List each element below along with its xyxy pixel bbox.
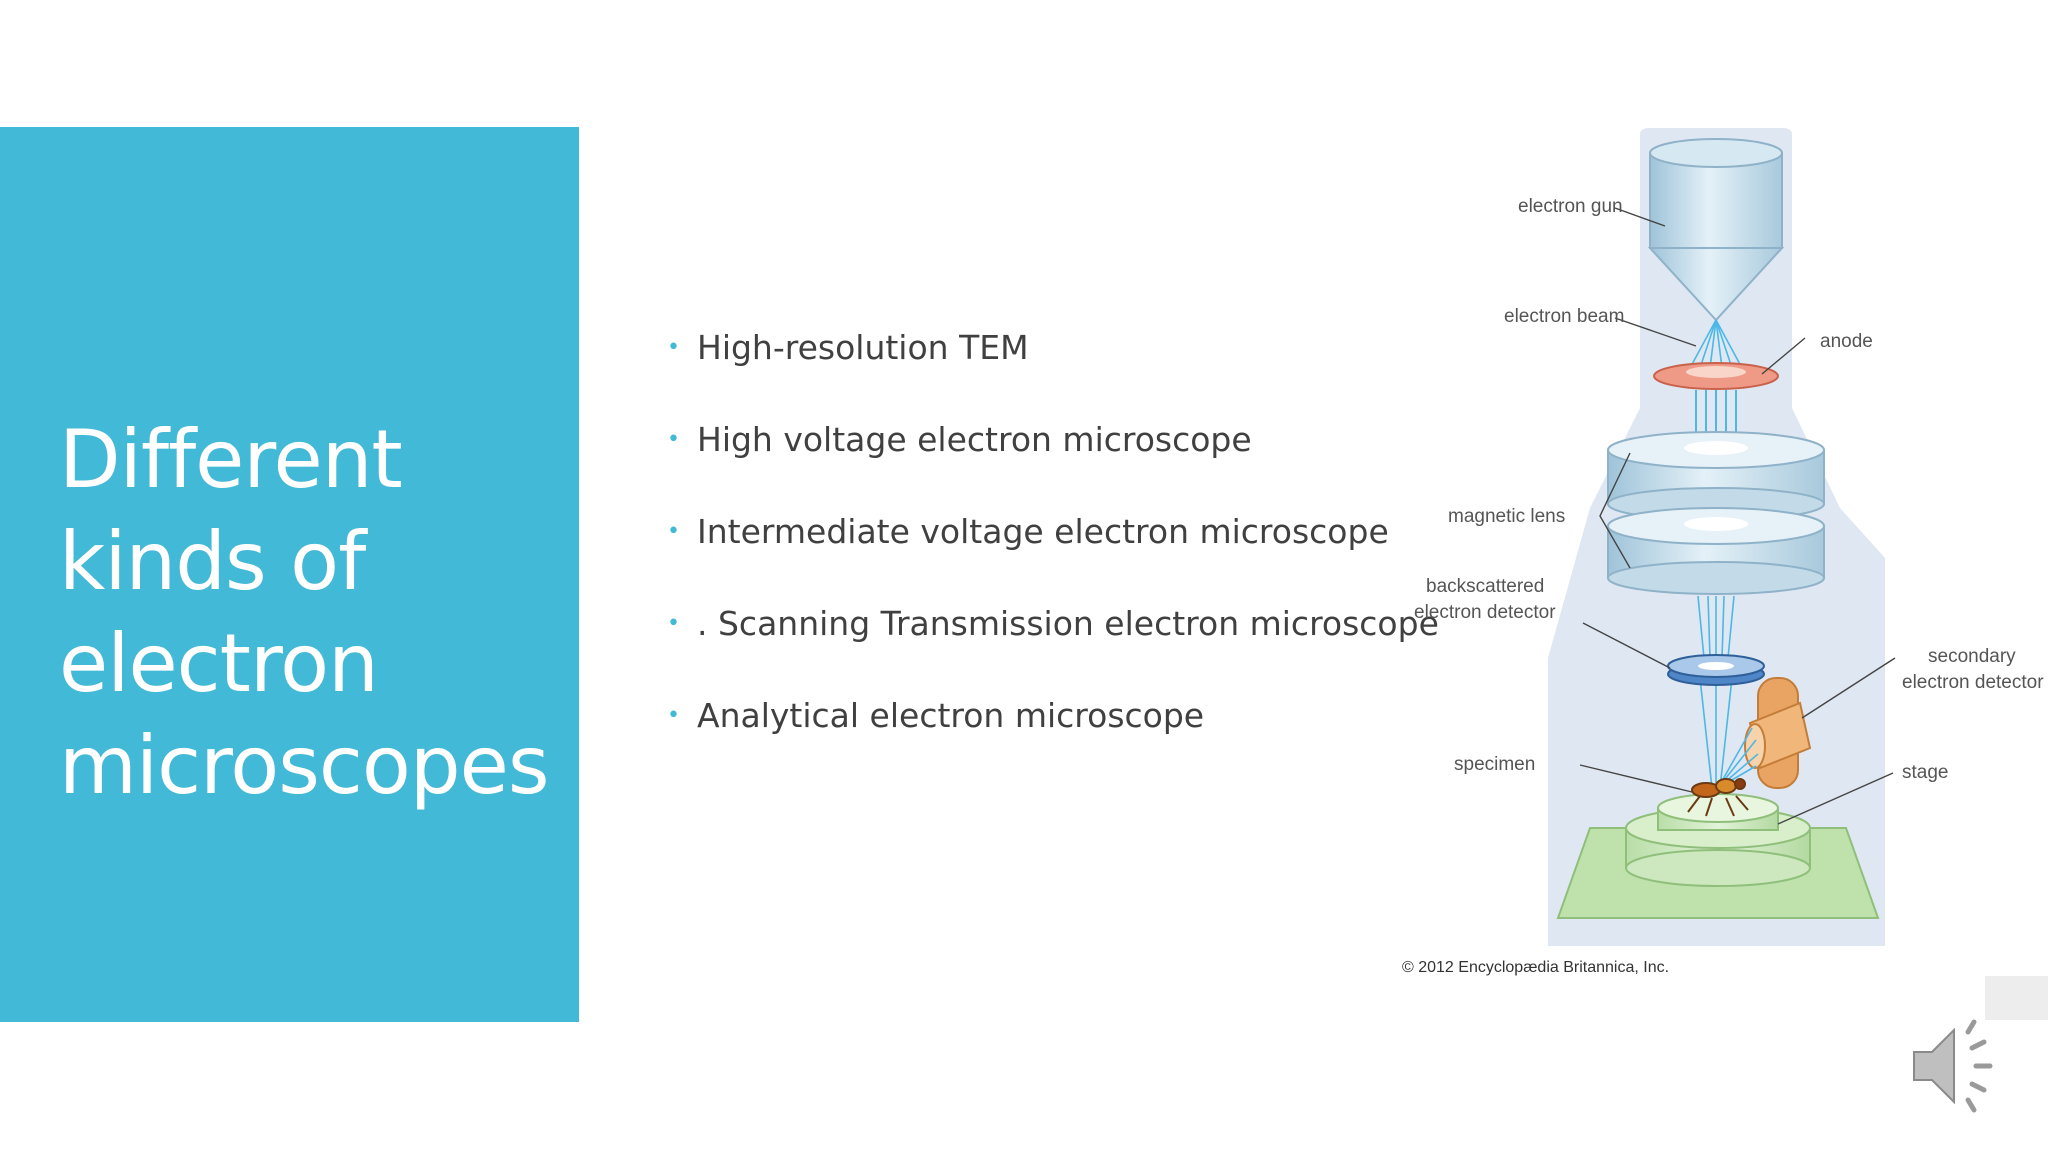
bullet-item: • . Scanning Transmission electron micros…: [665, 589, 1439, 681]
label-electron-beam: electron beam: [1504, 306, 1624, 327]
label-secondary: secondary: [1928, 646, 2016, 667]
electron-beam-upper: [1689, 319, 1743, 369]
bullet-item: • Intermediate voltage electron microscop…: [665, 497, 1439, 589]
electron-beam-lower: [1697, 595, 1735, 789]
leader-lines: [1579, 207, 1896, 825]
magnetic-lens-upper: [1607, 431, 1825, 521]
corner-box: [1985, 976, 2048, 1020]
bullet-text: . Scanning Transmission electron microsc…: [697, 604, 1439, 643]
bullet-dot: •: [667, 427, 680, 452]
specimen-insect: [1687, 778, 1749, 817]
bullet-dot: •: [667, 335, 680, 360]
bullet-text: High voltage electron microscope: [697, 420, 1252, 459]
label-backscattered-detector: electron detector: [1414, 602, 1556, 623]
secondary-detector: [1717, 677, 1812, 789]
label-backscattered: backscattered: [1426, 576, 1544, 597]
magnetic-lens-lower: [1607, 507, 1825, 595]
bullet-text: Analytical electron microscope: [697, 696, 1205, 735]
bullet-item: • Analytical electron microscope: [665, 681, 1439, 773]
label-secondary-detector: electron detector: [1902, 672, 2044, 693]
title-panel: Different kinds of electron microscopes: [0, 127, 579, 1022]
stage: [1556, 793, 1880, 919]
speaker-icon[interactable]: [1908, 1018, 2008, 1114]
label-specimen: specimen: [1454, 754, 1535, 775]
bullet-item: • High voltage electron microscope: [665, 405, 1439, 497]
label-anode: anode: [1820, 331, 1873, 352]
label-magnetic-lens: magnetic lens: [1448, 506, 1565, 527]
backscattered-detector: [1667, 654, 1765, 686]
slide-title: Different kinds of electron microscopes: [59, 413, 550, 812]
label-stage: stage: [1902, 762, 1948, 783]
bullet-dot: •: [667, 611, 680, 636]
bullet-list: • High-resolution TEM • High voltage elect…: [665, 313, 1439, 773]
bullet-dot: •: [667, 703, 680, 728]
anode: [1653, 362, 1779, 390]
bullet-item: • High-resolution TEM: [665, 313, 1439, 405]
bullet-text: Intermediate voltage electron microscope: [697, 512, 1389, 551]
label-electron-gun: electron gun: [1518, 196, 1623, 217]
bullet-dot: •: [667, 519, 680, 544]
copyright-text: © 2012 Encyclopædia Britannica, Inc.: [1402, 959, 1669, 976]
sem-diagram: electron gun electron beam anode magneti…: [1402, 128, 2044, 976]
bullet-text: High-resolution TEM: [697, 328, 1029, 367]
electron-gun: [1647, 138, 1785, 322]
